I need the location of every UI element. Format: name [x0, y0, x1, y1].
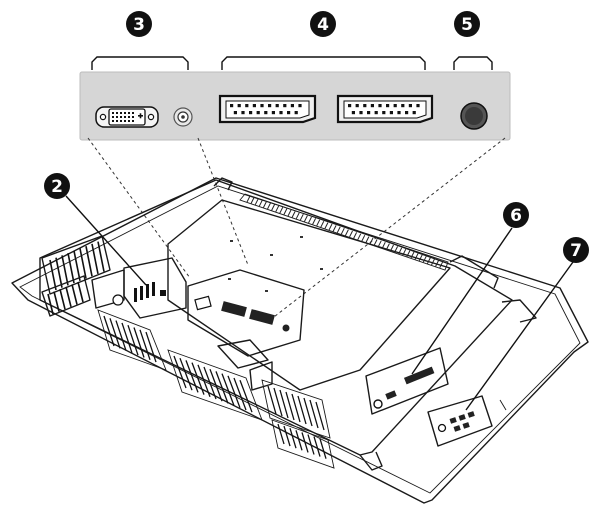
projection-lines [87, 137, 506, 321]
callout-badge-2: 2 [44, 173, 70, 199]
antenna-input-icon [460, 102, 488, 130]
callout-label-2: 2 [51, 177, 63, 197]
scart-port-icon [336, 94, 434, 124]
side-card-slot-module [365, 347, 449, 415]
top-vent-grille [239, 193, 449, 271]
callout-label-5: 5 [461, 15, 473, 35]
callout-badge-5: 5 [454, 11, 480, 37]
callout-badge-6: 6 [503, 202, 529, 228]
callout-badge-4: 4 [310, 11, 336, 37]
callout-label-3: 3 [133, 15, 145, 35]
connector-panel-detail [79, 71, 511, 141]
audio-jack-icon [173, 107, 193, 127]
dvi-port-icon [95, 106, 159, 128]
bottom-vent-grille [97, 309, 335, 469]
callout-badge-3: 3 [126, 11, 152, 37]
rear-connector-block [187, 269, 305, 357]
callout-label-4: 4 [317, 15, 329, 35]
callout-label-7: 7 [570, 241, 582, 261]
callout-label-6: 6 [510, 206, 522, 226]
callout-brackets [91, 56, 493, 70]
callout-badge-7: 7 [563, 237, 589, 263]
leader-lines [65, 195, 574, 411]
power-connector-block [91, 257, 187, 319]
left-vent-grille [41, 235, 111, 317]
tv-rear-body [11, 177, 589, 504]
bottom-control-module [427, 395, 493, 447]
mounting-holes [228, 236, 323, 292]
scart-port-icon [218, 94, 317, 124]
